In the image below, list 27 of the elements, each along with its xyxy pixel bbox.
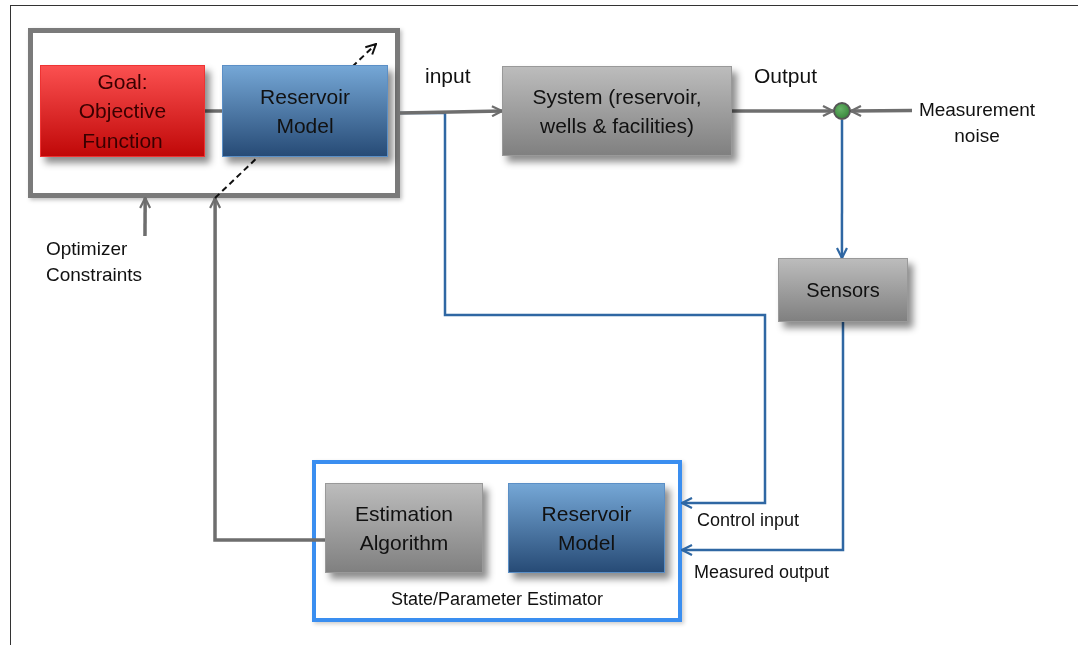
- box-label: Estimation Algorithm: [353, 500, 454, 556]
- connector-arrow: [849, 104, 912, 118]
- process-box: [502, 66, 732, 156]
- connector-arrow: [399, 105, 504, 118]
- box-label: Reservoir Model: [540, 500, 633, 556]
- box-label: Reservoir Model: [259, 83, 351, 139]
- process-box: [40, 65, 205, 157]
- input-label: Measurement noise: [917, 98, 1037, 148]
- estimator-frame: [312, 460, 682, 622]
- process-box: [508, 483, 665, 573]
- connector-arrow: [139, 196, 152, 236]
- process-box: [325, 483, 483, 573]
- optimizer-frame: [28, 28, 400, 198]
- process-box: [778, 258, 908, 322]
- box-label: Goal: Objective Function: [77, 68, 168, 154]
- frame-title: State/Parameter Estimator: [389, 589, 605, 610]
- connector-arrow: [732, 104, 835, 118]
- connector-arrow: [835, 120, 849, 260]
- connector-arrow: [209, 196, 325, 542]
- process-box: [222, 65, 388, 157]
- edge-label: Control input: [697, 511, 800, 531]
- connector-arrow: [680, 322, 845, 557]
- edge-label: Measured output: [694, 563, 830, 583]
- box-label: Sensors: [806, 278, 880, 303]
- summing-junction: [833, 102, 851, 120]
- box-label: System (reservoir, wells & facilities): [531, 83, 703, 139]
- input-label: Optimizer Constraints: [46, 237, 144, 287]
